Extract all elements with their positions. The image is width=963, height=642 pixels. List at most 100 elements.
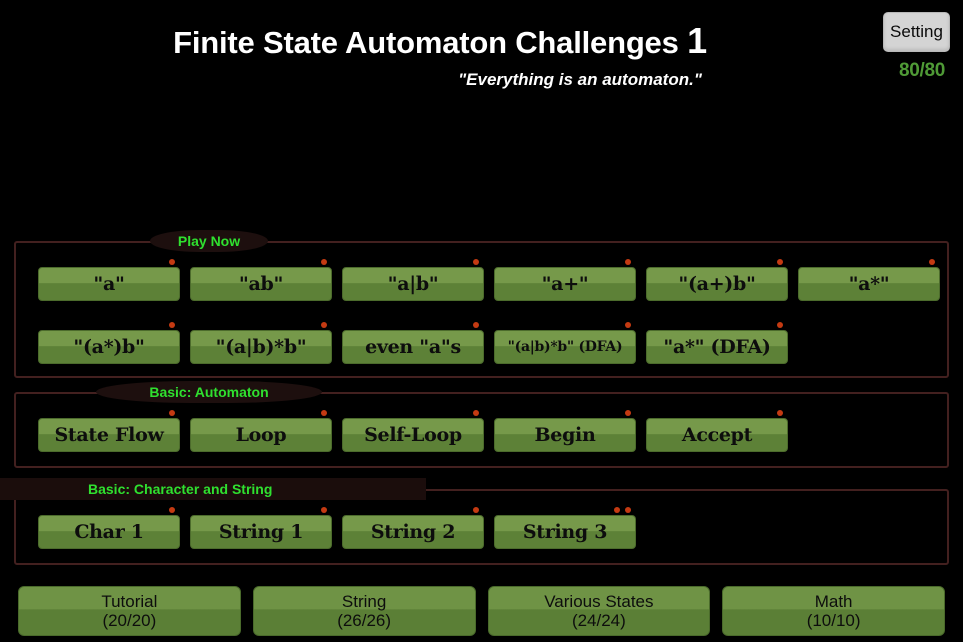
level-button-label: Char 1 xyxy=(74,520,144,543)
clear-dot-group xyxy=(473,259,479,265)
clear-dot-group xyxy=(614,507,631,513)
clear-dot-icon xyxy=(321,507,327,513)
clear-dot-icon xyxy=(473,410,479,416)
clear-dot-group xyxy=(777,410,783,416)
clear-dot-icon xyxy=(614,507,620,513)
clear-dot-group xyxy=(929,259,935,265)
level-button-label: "(a*)b" xyxy=(73,335,145,358)
level-button-label: Begin xyxy=(534,423,596,446)
category-tab-name: String xyxy=(341,592,387,611)
page-title: Finite State Automaton Challenges 1 xyxy=(0,20,880,62)
clear-dot-icon xyxy=(169,259,175,265)
clear-dot-group xyxy=(473,410,479,416)
level-button-row: "(a*)b" "(a|b)*b" even "a"s "(a|b)*b" (DFA)… xyxy=(38,322,788,364)
clear-dot-group xyxy=(625,322,631,328)
level-button-label: String 3 xyxy=(522,520,608,543)
clear-dot-icon xyxy=(321,259,327,265)
level-panel: Play Now "a" "ab" "a|b" "a+" "(a+)b" "a*" "(a*)… xyxy=(14,230,949,378)
clear-dot-group xyxy=(321,410,327,416)
level-button[interactable]: "(a+)b" xyxy=(646,259,788,301)
panel-label: Play Now xyxy=(150,230,268,252)
clear-dot-icon xyxy=(473,322,479,328)
clear-dot-icon xyxy=(625,410,631,416)
clear-dot-icon xyxy=(169,410,175,416)
level-button-label: "(a|b)*b" (DFA) xyxy=(507,339,623,355)
level-button[interactable]: "(a*)b" xyxy=(38,322,180,364)
level-button-label: State Flow xyxy=(54,423,164,446)
category-tab-count: (20/20) xyxy=(102,611,157,630)
category-tab[interactable]: Various States(24/24) xyxy=(487,586,711,636)
category-tab[interactable]: Tutorial(20/20) xyxy=(18,586,241,636)
level-button[interactable]: "(a|b)*b" (DFA) xyxy=(494,322,636,364)
level-button[interactable]: Accept xyxy=(646,410,788,452)
clear-dot-icon xyxy=(169,507,175,513)
level-button[interactable]: "a" xyxy=(38,259,180,301)
clear-dot-icon xyxy=(473,507,479,513)
category-tab[interactable]: String(26/26) xyxy=(252,586,476,636)
level-button-row: Char 1 String 1 String 2 String 3 xyxy=(38,507,636,549)
category-tab-bar: Tutorial(20/20)String(26/26)Various Stat… xyxy=(0,585,963,637)
panel-label: Basic: Automaton xyxy=(96,381,322,403)
clear-dot-group xyxy=(625,259,631,265)
level-button-label: String 1 xyxy=(218,520,304,543)
category-tab-count: (24/24) xyxy=(571,611,626,630)
level-button-label: "a|b" xyxy=(387,272,439,295)
level-button-label: Accept xyxy=(681,423,753,446)
level-button[interactable]: "(a|b)*b" xyxy=(190,322,332,364)
level-button[interactable]: "a+" xyxy=(494,259,636,301)
clear-dot-icon xyxy=(169,322,175,328)
category-tab-count: (10/10) xyxy=(806,611,861,630)
clear-dot-icon xyxy=(929,259,935,265)
tagline: "Everything is an automaton." xyxy=(458,70,702,89)
level-button-label: "a*" xyxy=(848,272,890,295)
category-tab[interactable]: Math(10/10) xyxy=(722,586,945,636)
setting-button[interactable]: Setting xyxy=(883,12,950,52)
level-button[interactable]: Begin xyxy=(494,410,636,452)
clear-dot-group xyxy=(169,322,175,328)
level-button[interactable]: State Flow xyxy=(38,410,180,452)
level-button[interactable]: String 3 xyxy=(494,507,636,549)
level-button[interactable]: "a|b" xyxy=(342,259,484,301)
level-button-label: "a" xyxy=(93,272,125,295)
level-button[interactable]: String 2 xyxy=(342,507,484,549)
clear-dot-group xyxy=(473,507,479,513)
level-button[interactable]: Loop xyxy=(190,410,332,452)
level-button-label: "a+" xyxy=(541,272,589,295)
level-button[interactable]: Self-Loop xyxy=(342,410,484,452)
clear-dot-group xyxy=(169,507,175,513)
clear-dot-icon xyxy=(777,259,783,265)
level-button[interactable]: "a*" (DFA) xyxy=(646,322,788,364)
clear-dot-icon xyxy=(777,410,783,416)
clear-dot-group xyxy=(169,410,175,416)
clear-dot-group xyxy=(473,322,479,328)
page-title-text: Finite State Automaton Challenges xyxy=(173,25,679,60)
clear-dot-group xyxy=(321,259,327,265)
clear-dot-group xyxy=(321,322,327,328)
category-tab-count: (26/26) xyxy=(337,611,392,630)
level-button-label: Self-Loop xyxy=(364,423,462,446)
level-button[interactable]: even "a"s xyxy=(342,322,484,364)
level-button[interactable]: String 1 xyxy=(190,507,332,549)
level-button-label: "(a|b)*b" xyxy=(215,335,307,358)
clear-dot-group xyxy=(625,410,631,416)
page-title-number: 1 xyxy=(687,20,707,61)
level-button[interactable]: "a*" xyxy=(798,259,940,301)
score-counter: 80/80 xyxy=(898,60,945,81)
clear-dot-icon xyxy=(473,259,479,265)
level-button[interactable]: "ab" xyxy=(190,259,332,301)
level-button[interactable]: Char 1 xyxy=(38,507,180,549)
clear-dot-icon xyxy=(321,410,327,416)
level-button-label: "ab" xyxy=(238,272,284,295)
clear-dot-icon xyxy=(625,259,631,265)
level-button-row: "a" "ab" "a|b" "a+" "(a+)b" "a*" xyxy=(38,259,940,301)
level-button-label: "a*" (DFA) xyxy=(663,335,771,358)
level-button-label: Loop xyxy=(235,423,287,446)
clear-dot-group xyxy=(321,507,327,513)
clear-dot-group xyxy=(169,259,175,265)
clear-dot-icon xyxy=(625,322,631,328)
clear-dot-group xyxy=(777,322,783,328)
clear-dot-icon xyxy=(321,322,327,328)
clear-dot-icon xyxy=(625,507,631,513)
